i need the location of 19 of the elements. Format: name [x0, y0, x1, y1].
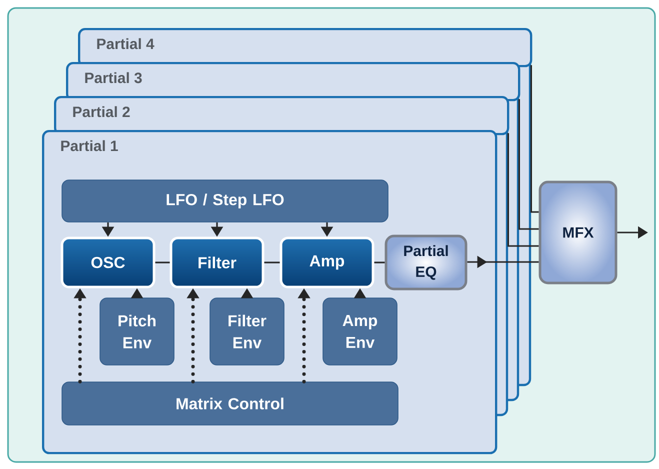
partial-panel: Partial 4: [78, 28, 532, 68]
connector-line: [374, 262, 385, 264]
partial-panel: Partial 3: [66, 62, 520, 102]
effect-box: MFX: [538, 180, 618, 284]
connector-line: [155, 262, 170, 264]
module-box: LFO / Step LFO: [62, 180, 388, 222]
module-box: Matrix Control: [62, 382, 398, 426]
partial-panel: Partial 2: [54, 96, 510, 136]
block-box: OSC: [60, 236, 156, 288]
module-box: Pitch Env: [100, 298, 174, 366]
block-box: Filter: [170, 236, 264, 288]
connector-line: [507, 133, 539, 247]
connector-line: [264, 262, 280, 264]
module-box: Filter Env: [210, 298, 284, 366]
effect-box: Partial EQ: [384, 234, 468, 290]
connector-line: [518, 99, 539, 230]
module-box: Amp Env: [322, 298, 398, 366]
connector-line: [530, 65, 539, 213]
block-box: Amp: [280, 236, 374, 288]
